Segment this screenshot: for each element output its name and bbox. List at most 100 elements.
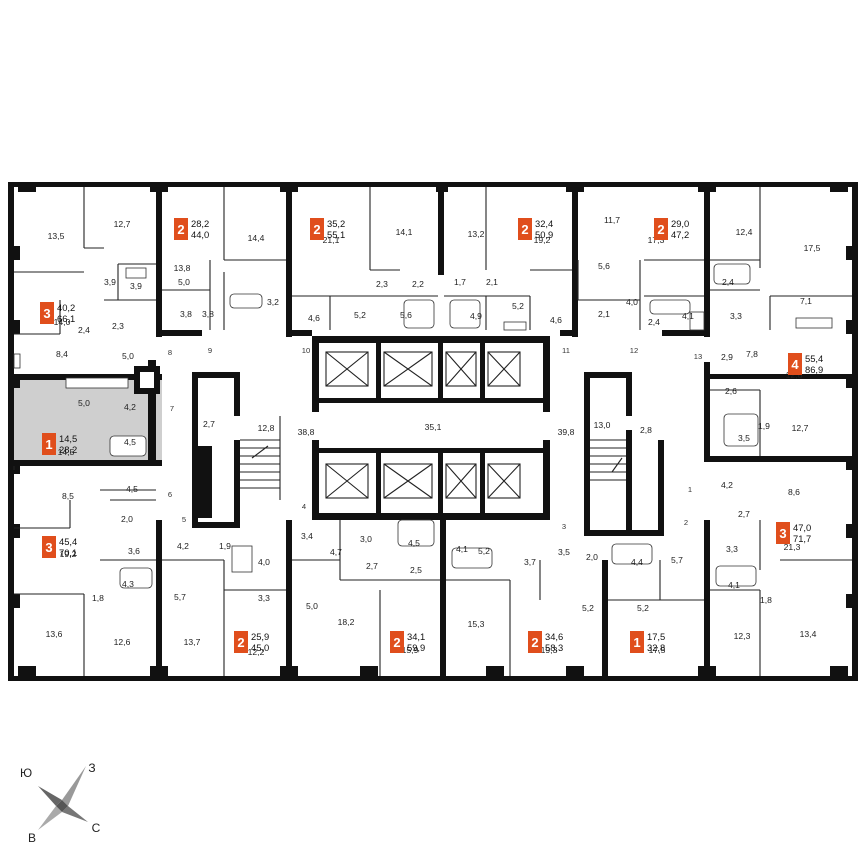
stairwell-right [584, 372, 664, 536]
unit-room-count-badge [42, 433, 56, 455]
room-area-label: 2,4 [722, 277, 734, 287]
room-area-label: 4,1 [728, 580, 740, 590]
room-area-label: 1,9 [219, 541, 231, 551]
room-area-label: 19,2 [534, 235, 551, 245]
unit-room-count-badge [788, 353, 802, 375]
unit-room-count: 4 [791, 357, 799, 372]
unit-room-count: 2 [177, 222, 184, 237]
unit-living-area: 40,2 [57, 302, 75, 313]
unit-room-count: 1 [45, 437, 52, 452]
room-area-label: 7,1 [800, 296, 812, 306]
unit-living-area: 45,4 [59, 536, 77, 547]
room-area-label: 4,1 [682, 311, 694, 321]
room-area-label: 8,4 [56, 349, 68, 359]
entrance-number: 8 [168, 348, 172, 357]
room-area-label: 4,1 [456, 544, 468, 554]
room-area-label: 5,6 [400, 310, 412, 320]
unit-living-area: 25,9 [251, 631, 269, 642]
room-area-label: 2,7 [203, 419, 215, 429]
unit-total-area: 47,2 [671, 229, 689, 240]
room-area-label: 2,1 [598, 309, 610, 319]
entrance-number: 13 [694, 352, 702, 361]
room-area-label: 3,3 [726, 544, 738, 554]
room-area-label: 4,9 [470, 311, 482, 321]
room-area-label: 38,8 [298, 427, 315, 437]
unit-tag[interactable]: 1 17,532,8 [630, 631, 665, 653]
entrance-number: 4 [302, 502, 306, 511]
unit-room-count: 2 [657, 222, 664, 237]
room-area-label: 5,2 [354, 310, 366, 320]
room-area-label: 21,1 [323, 235, 340, 245]
room-area-label: 5,7 [174, 592, 186, 602]
room-area-label: 17,5 [649, 645, 666, 655]
unit-living-area: 35,2 [327, 218, 345, 229]
room-area-label: 12,4 [736, 227, 753, 237]
interior-partitions [13, 187, 852, 676]
unit-room-count-badge [390, 631, 404, 653]
room-area-label: 13,4 [800, 629, 817, 639]
room-area-label: 3,5 [558, 547, 570, 557]
room-area-label: 7,8 [746, 349, 758, 359]
room-area-label: 12,3 [734, 631, 751, 641]
unit-total-area: 55,1 [327, 229, 345, 240]
room-area-label: 15,9 [402, 645, 419, 655]
room-area-label: 4,4 [631, 557, 643, 567]
room-area-label: 12,7 [114, 219, 131, 229]
unit-total-area: 70,1 [59, 547, 77, 558]
unit-total-area: 86,9 [805, 364, 823, 375]
room-area-label: 12,7 [792, 423, 809, 433]
room-area-label: 12,8 [258, 423, 275, 433]
room-area-label: 2,4 [78, 325, 90, 335]
room-area-label: 5,2 [512, 301, 524, 311]
room-area-label: 2,8 [640, 425, 652, 435]
unit-room-count: 2 [521, 222, 528, 237]
room-area-label: 4,5 [124, 437, 136, 447]
unit-tag[interactable]: 3 45,470,1 [42, 536, 77, 558]
room-area-label: 4,5 [126, 484, 138, 494]
room-area-label: 3,9 [104, 277, 116, 287]
room-area-label: 1,7 [454, 277, 466, 287]
unit-living-area: 28,2 [191, 218, 209, 229]
room-area-label: 2,1 [486, 277, 498, 287]
room-area-label: 5,2 [637, 603, 649, 613]
unit-room-count: 1 [633, 635, 640, 650]
entrance-number: 5 [182, 515, 186, 524]
unit-living-area: 14,5 [59, 433, 77, 444]
unit-total-area: 28,2 [59, 444, 77, 455]
room-area-label: 2,3 [376, 279, 388, 289]
room-area-label: 13,2 [468, 229, 485, 239]
room-area-label: 2,0 [586, 552, 598, 562]
room-area-label: 15,3 [468, 619, 485, 629]
bathroom-fixtures [13, 263, 833, 589]
room-area-label: 1,9 [758, 421, 770, 431]
room-area-label: 3,3 [730, 311, 742, 321]
unit-room-count-badge [654, 218, 668, 240]
room-area-label: 12,6 [114, 637, 131, 647]
room-area-label: 3,9 [130, 281, 142, 291]
unit-total-area: 32,8 [647, 642, 665, 653]
room-area-label: 13,0 [594, 420, 611, 430]
room-area-label: 3,2 [267, 297, 279, 307]
unit-room-count-badge [174, 218, 188, 240]
unit-room-count: 3 [45, 540, 52, 555]
room-area-label: 19,2 [60, 549, 77, 559]
unit-tag[interactable]: 1 14,528,2 [38, 429, 77, 457]
room-area-label: 2,4 [648, 317, 660, 327]
room-area-label: 14,0 [54, 317, 71, 327]
unit-living-area: 34,1 [407, 631, 425, 642]
unit-room-count: 2 [531, 635, 538, 650]
room-area-label: 3,3 [258, 593, 270, 603]
room-area-label: 4,2 [177, 541, 189, 551]
